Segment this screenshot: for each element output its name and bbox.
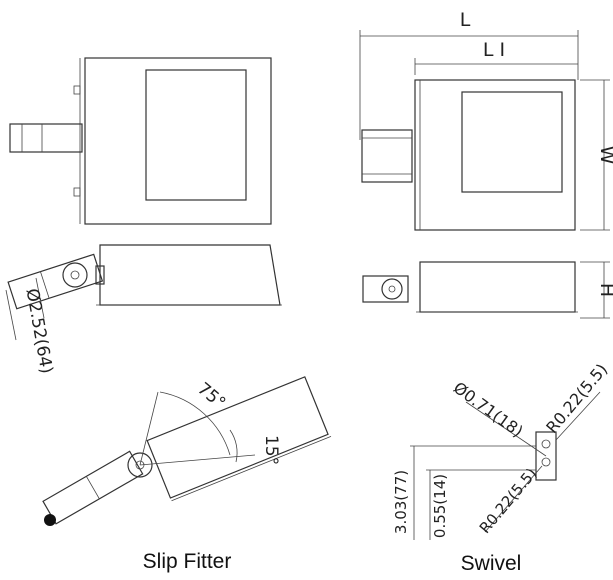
- label-radius-top: R0.22(5.5): [542, 360, 611, 437]
- label-H: H: [596, 283, 613, 297]
- slip-fitter-tilt-view: [42, 376, 332, 526]
- slip-fitter-side-view: [5, 244, 282, 341]
- caption-swivel: Swivel: [461, 552, 522, 575]
- swivel-side-view: [362, 261, 610, 319]
- label-dim-303: 3.03(77): [392, 470, 410, 534]
- label-pole-diameter: Ø2.52(64): [22, 287, 57, 375]
- swivel-bracket-detail: [410, 391, 601, 540]
- label-angle-75: 75°: [193, 379, 229, 414]
- label-L: L: [460, 9, 471, 31]
- label-hole-diameter: Ø0.71(18): [450, 378, 527, 441]
- label-W: W: [596, 146, 613, 165]
- caption-slip-fitter: Slip Fitter: [143, 550, 232, 573]
- swivel-top-view: [359, 30, 610, 231]
- label-L1: L I: [483, 39, 505, 61]
- slip-fitter-top-view: [9, 57, 272, 225]
- label-dim-055: 0.55(14): [431, 474, 449, 538]
- label-radius-bottom: R0.22(5.5): [476, 465, 541, 537]
- label-angle-15: 15°: [261, 435, 281, 465]
